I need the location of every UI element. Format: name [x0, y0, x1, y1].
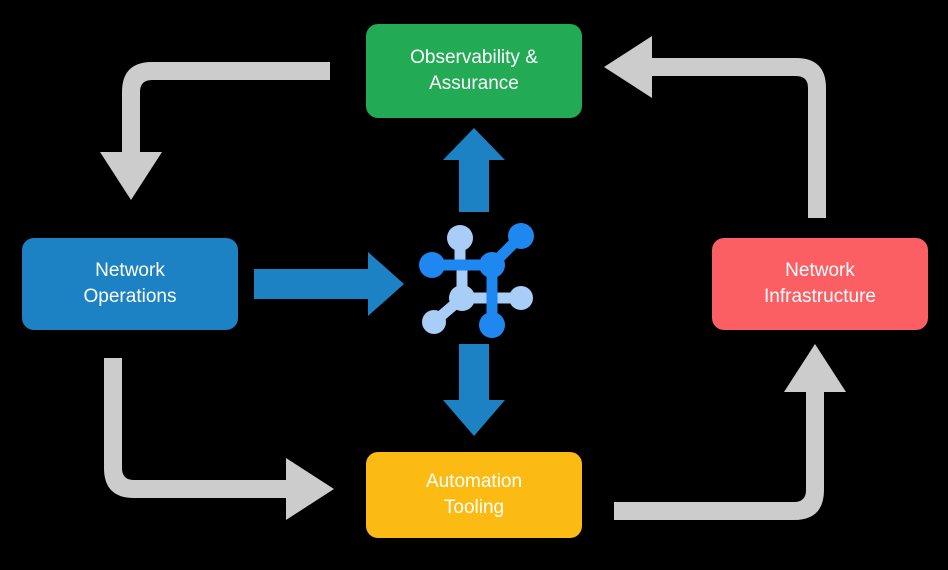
- node-automation-tooling[interactable]: Automation Tooling: [366, 452, 582, 538]
- connector-infrastructure-to-observability: [604, 36, 826, 218]
- connector-automation-to-infrastructure: [614, 344, 846, 520]
- node-observability-assurance[interactable]: Observability & Assurance: [366, 24, 582, 118]
- arrow-operations-to-center: [254, 252, 404, 316]
- node-network-infrastructure[interactable]: Network Infrastructure: [712, 238, 928, 330]
- arrow-center-to-observability: [443, 128, 505, 212]
- connector-observability-to-operations: [100, 62, 330, 200]
- topology-dark-nodes: [419, 223, 534, 338]
- topology-light-nodes: [422, 225, 533, 334]
- connector-operations-to-automation: [104, 358, 334, 520]
- node-network-operations[interactable]: Network Operations: [22, 238, 238, 330]
- arrow-center-to-automation: [443, 344, 505, 436]
